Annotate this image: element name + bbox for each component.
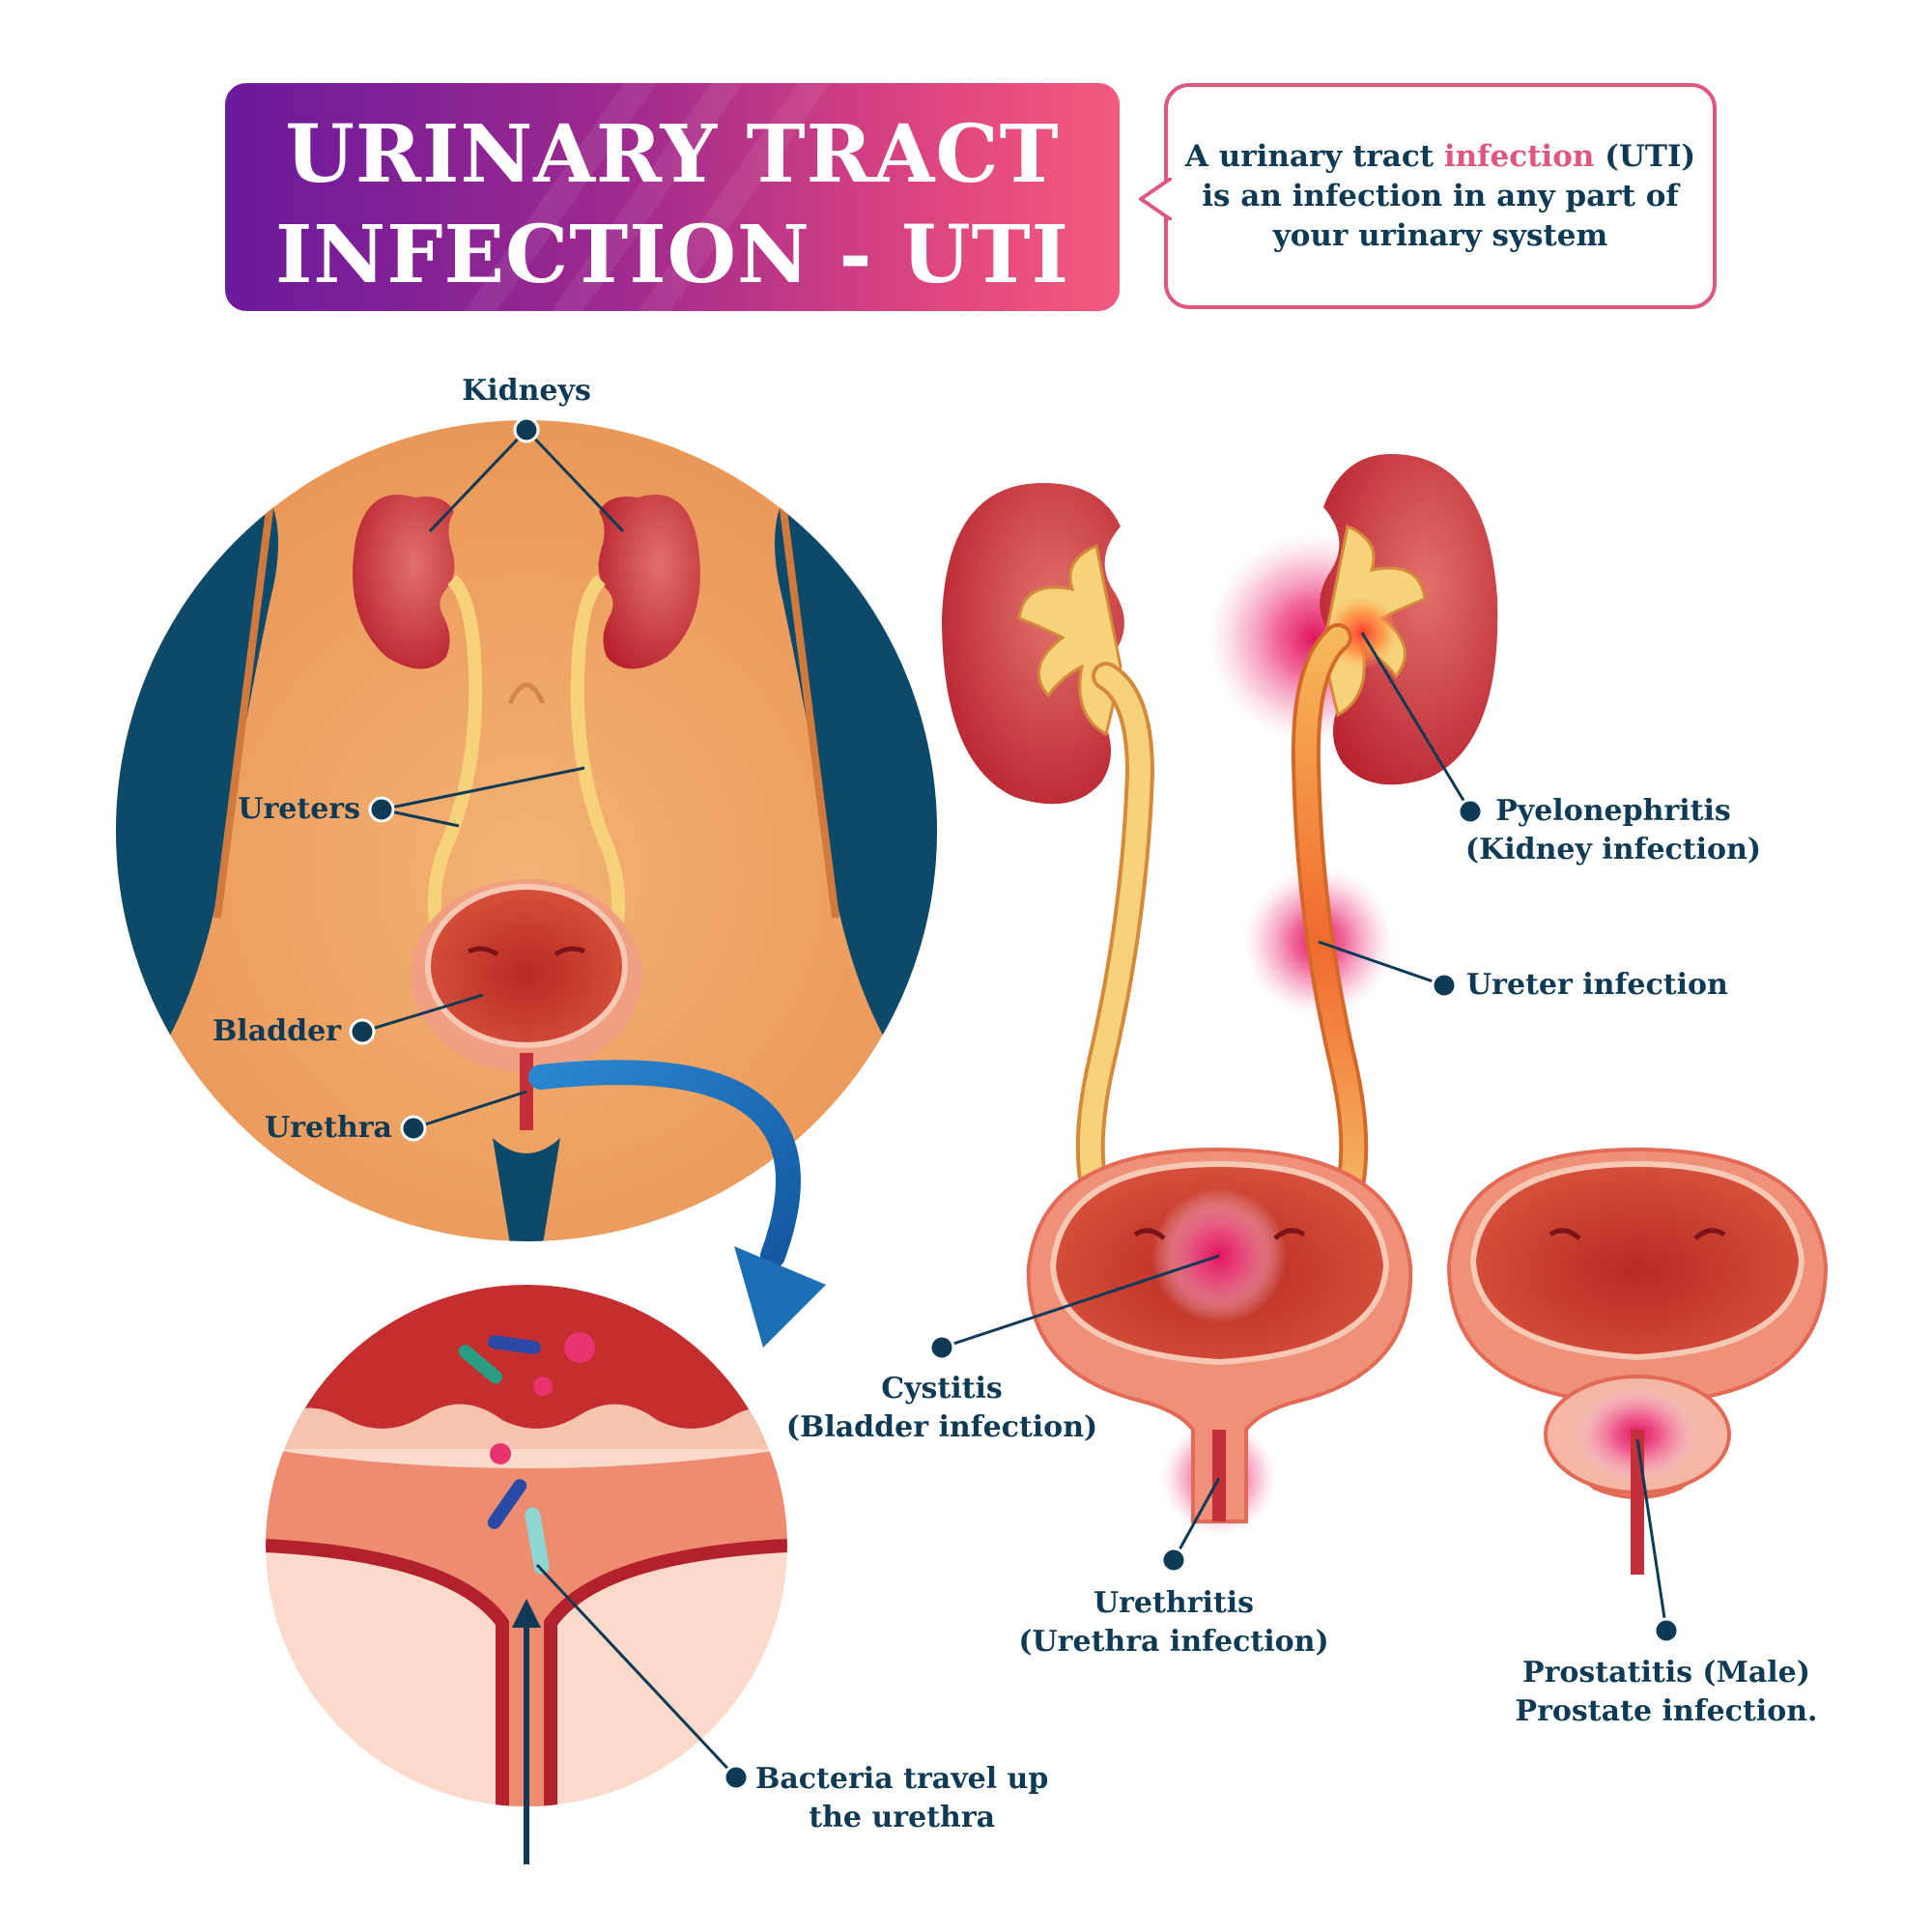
label-bladder: Bladder bbox=[212, 1014, 341, 1048]
speech-pointer bbox=[1139, 178, 1172, 220]
label-prostatitis: Prostatitis (Male) Prostate infection. bbox=[1516, 1654, 1818, 1731]
bacteria-line-1: Bacteria travel up bbox=[755, 1762, 1049, 1796]
bacteria-rod-1 bbox=[458, 1345, 503, 1384]
title-line-2: INFECTION - UTI bbox=[274, 209, 1070, 301]
bladder-dot bbox=[349, 1018, 376, 1045]
definition-text: A urinary tract infection (UTI) is an in… bbox=[1168, 137, 1713, 256]
zoom-arrowhead bbox=[734, 1246, 826, 1348]
ureters-dot bbox=[368, 796, 395, 823]
ureter-infection-dot bbox=[1431, 972, 1458, 999]
right-ureter bbox=[570, 574, 626, 929]
bacteria-rod-3 bbox=[487, 1479, 527, 1529]
upward-arrowhead bbox=[512, 1599, 541, 1628]
definition-highlight: infection bbox=[1443, 139, 1595, 174]
pyelonephritis-line-2: (Kidney infection) bbox=[1464, 833, 1762, 867]
definition-box: A urinary tract infection (UTI) is an in… bbox=[1139, 83, 1717, 309]
bladder-small bbox=[425, 884, 628, 1048]
bacteria-rod-2 bbox=[488, 1335, 541, 1354]
label-kidneys: Kidneys bbox=[462, 374, 591, 408]
label-bacteria: Bacteria travel up the urethra bbox=[755, 1760, 1048, 1837]
bacteria-dot bbox=[723, 1764, 750, 1791]
leader-dots bbox=[349, 416, 1680, 1791]
right-kidney bbox=[598, 495, 700, 669]
label-ureters: Ureters bbox=[238, 792, 360, 826]
label-pyelonephritis: Pyelonephritis (Kidney infection) bbox=[1465, 792, 1761, 869]
prostatitis-line-1: Prostatitis (Male) bbox=[1522, 1656, 1810, 1690]
urethritis-dot bbox=[1160, 1547, 1187, 1574]
label-urethritis: Urethritis (Urethra infection) bbox=[1018, 1584, 1328, 1662]
left-ureter bbox=[427, 574, 483, 929]
pyelonephritis-line-1: Pyelonephritis bbox=[1495, 794, 1731, 828]
kidneys-dot bbox=[513, 416, 540, 443]
prostatitis-dot bbox=[1653, 1617, 1680, 1644]
pyelonephritis-dot bbox=[1457, 798, 1484, 825]
urethra-dot bbox=[400, 1115, 427, 1142]
label-ureter-infection: Ureter infection bbox=[1466, 968, 1728, 1002]
cystitis-line-1: Cystitis bbox=[881, 1372, 1003, 1406]
prostatitis-line-2: Prostate infection. bbox=[1515, 1694, 1818, 1728]
navel bbox=[507, 682, 546, 705]
definition-line2: is an infection in any part of bbox=[1202, 179, 1679, 213]
body-overview-circle bbox=[116, 420, 937, 1241]
zoom-arrow bbox=[528, 1060, 801, 1268]
title-line-1: URINARY TRACT bbox=[285, 108, 1060, 201]
bacteria-cocci-1 bbox=[564, 1332, 595, 1363]
leader-lines bbox=[361, 428, 1668, 1779]
title-banner: URINARY TRACT INFECTION - UTI bbox=[225, 83, 1120, 311]
label-cystitis: Cystitis (Bladder infection) bbox=[786, 1370, 1097, 1447]
urethra-zoom-circle bbox=[266, 1285, 787, 1864]
label-urethra: Urethra bbox=[265, 1111, 392, 1145]
cystitis-line-2: (Bladder infection) bbox=[785, 1410, 1098, 1444]
urethritis-line-2: (Urethra infection) bbox=[1018, 1625, 1329, 1659]
left-kidney bbox=[353, 495, 455, 669]
bacteria-rod-4 bbox=[525, 1507, 550, 1575]
bacteria-cocci-3 bbox=[490, 1443, 511, 1464]
cystitis-dot bbox=[928, 1334, 955, 1361]
bacteria-line-2: the urethra bbox=[809, 1801, 996, 1834]
definition-part2: (UTI) bbox=[1594, 139, 1696, 174]
bacteria-cocci-2 bbox=[533, 1377, 553, 1396]
urethritis-line-1: Urethritis bbox=[1093, 1586, 1255, 1620]
definition-line3: your urinary system bbox=[1272, 218, 1608, 253]
leg-gap bbox=[493, 1138, 560, 1241]
page-title: URINARY TRACT INFECTION - UTI bbox=[225, 104, 1120, 305]
definition-part1: A urinary tract bbox=[1184, 139, 1444, 174]
detailed-urinary-system bbox=[942, 454, 1829, 1575]
